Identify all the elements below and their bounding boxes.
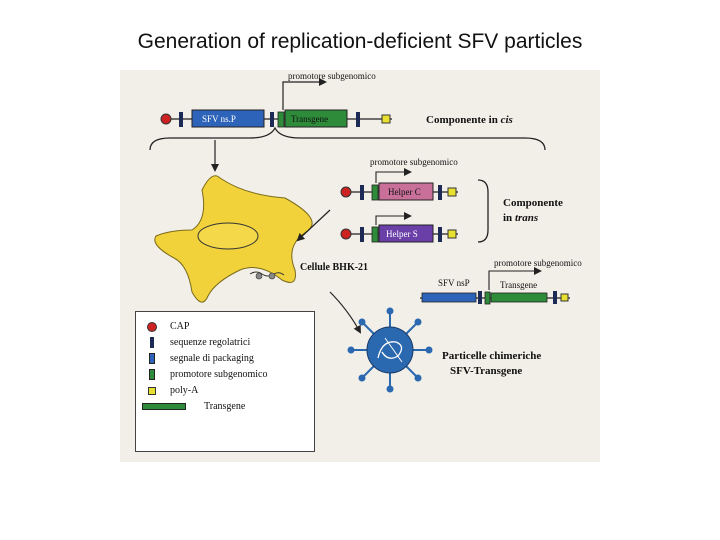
transgene-block — [284, 109, 348, 128]
legend-item-transgene: Transgene — [142, 400, 245, 413]
particle-label-2: SFV-Transgene — [450, 365, 522, 377]
regulatory-sequence-icon — [179, 112, 183, 127]
helper-c-label: Helper C — [388, 187, 421, 197]
legend-label: sequenze regolatrici — [170, 337, 251, 348]
legend-item-promoter: promotore subgenomico — [142, 368, 267, 381]
cap-icon — [160, 113, 172, 125]
promoter-arrow — [282, 78, 327, 110]
helper-c-block — [378, 182, 434, 201]
legend-label: CAP — [170, 321, 190, 332]
helper-s-block — [378, 224, 434, 243]
regulatory-sequence-icon — [356, 112, 360, 127]
packaging-signal-icon — [142, 353, 162, 364]
trans-to-cell-arrow — [296, 209, 331, 242]
sfv-nsp-block — [191, 109, 265, 128]
poly-a-icon — [447, 229, 457, 239]
regulatory-sequence-icon — [142, 337, 162, 348]
particle-label-1: Particelle chimeriche — [442, 350, 541, 362]
chimeric-nsp-label: SFV nsP — [438, 278, 470, 288]
slide-title: Generation of replication-deficient SFV … — [137, 30, 583, 53]
subgenomic-promoter-icon — [142, 369, 162, 380]
legend-label: segnale di packaging — [170, 353, 254, 364]
transgene-icon — [142, 403, 186, 410]
promoter-label-top: promotore subgenomico — [288, 71, 376, 81]
subgenomic-promoter-icon — [371, 226, 379, 243]
cell-to-particle-arrow — [329, 291, 361, 334]
subgenomic-promoter-icon — [371, 184, 379, 201]
poly-a-icon — [560, 293, 569, 302]
trans-component-label-1: Componente — [503, 197, 563, 209]
sfv-nsp-label: SFV ns.P — [202, 114, 236, 124]
regulatory-sequence-icon — [270, 112, 274, 127]
bhk21-cell: Cellule BHK-21 — [154, 175, 368, 303]
trans-component-label-2: in trans — [503, 212, 538, 224]
poly-a-icon — [381, 114, 391, 124]
chimeric-nsp-block — [421, 292, 477, 303]
legend-item-cap: CAP — [142, 320, 189, 333]
budding-particles — [249, 271, 285, 277]
helper-s-label: Helper S — [386, 229, 418, 239]
legend-label: Transgene — [204, 401, 246, 412]
cap-icon — [340, 228, 352, 240]
trans-vectors: promotore subgenomico Helper C Helper S … — [296, 157, 563, 243]
legend-box: CAP sequenze regolatrici segnale di pack… — [135, 311, 315, 452]
chimeric-transgene-label: Transgene — [500, 280, 537, 290]
cell-label: Cellule BHK-21 — [300, 262, 368, 273]
trans-promoter-label: promotore subgenomico — [370, 157, 458, 167]
legend-item-packaging: segnale di packaging — [142, 352, 254, 365]
legend-item-polya: poly-A — [142, 384, 198, 397]
legend-label: promotore subgenomico — [170, 369, 268, 380]
poly-a-icon — [142, 386, 162, 395]
chimeric-transgene-block — [490, 292, 548, 303]
poly-a-icon — [447, 187, 457, 197]
cap-icon — [142, 321, 162, 332]
subgenomic-promoter-icon — [277, 111, 285, 128]
legend-item-regulatory: sequenze regolatrici — [142, 336, 250, 349]
cis-vector: SFV ns.P Transgene promotore subgenomico… — [160, 71, 513, 128]
regulatory-sequence-icon — [360, 227, 364, 242]
transgene-label: Transgene — [291, 114, 328, 124]
virus-particle: Particelle chimeriche SFV-Transgene — [347, 307, 541, 393]
cis-component-label: Componente in cis — [426, 114, 513, 126]
cell-nucleus — [197, 222, 259, 250]
diagram-canvas: SFV ns.P Transgene promotore subgenomico… — [149, 71, 582, 393]
trans-brace — [477, 179, 489, 243]
chimeric-promoter-label: promotore subgenomico — [494, 258, 582, 268]
cap-icon — [340, 186, 352, 198]
legend-label: poly-A — [170, 385, 199, 396]
cis-brace — [149, 126, 546, 151]
chimeric-vector: promotore subgenomico SFV nsP Transgene — [420, 258, 582, 305]
regulatory-sequence-icon — [360, 185, 364, 200]
